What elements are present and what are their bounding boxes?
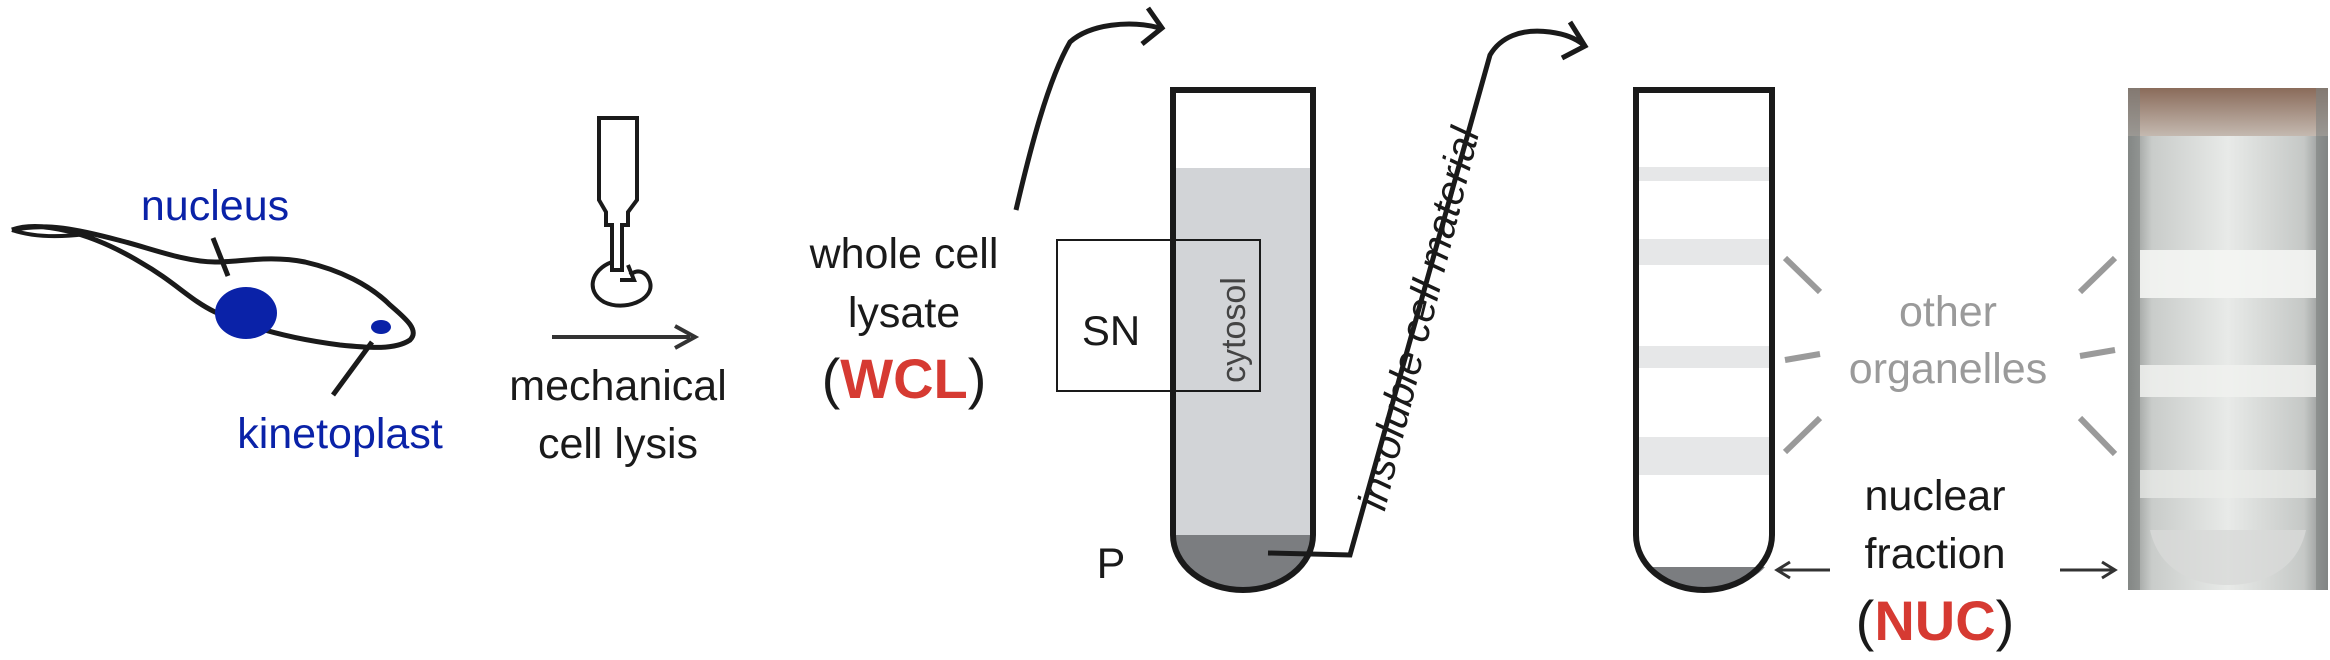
tube-gradient: [1633, 87, 1775, 593]
gradient-band-4: [1636, 437, 1772, 475]
organelle-pointer-left-1: [1782, 255, 1823, 295]
tube-wcl: SN cytosol P: [1056, 87, 1316, 593]
cell-body-outline: [11, 224, 416, 350]
organelles-label-line2: organelles: [1849, 345, 2047, 393]
transfer-line: [1267, 28, 1586, 558]
homogenizer-icon: [597, 116, 639, 272]
nucleus-label: nucleus: [141, 182, 289, 230]
nucleus-shape: [215, 287, 277, 339]
rotation-arrowhead: [620, 264, 637, 282]
photo-background: [2128, 88, 2328, 590]
sn-box: [1056, 239, 1261, 392]
rotation-arrow-icon: [590, 260, 653, 308]
nucleus-pointer: [210, 237, 231, 277]
wcl-abbreviation: (WCL): [822, 347, 987, 410]
flagellum: [11, 228, 86, 239]
pellet-label: P: [1097, 540, 1126, 588]
gradient-tube-photo: [2128, 88, 2328, 590]
kinetoplast-shape: [371, 320, 391, 334]
organelle-pointer-right-1: [2077, 255, 2118, 295]
lysis-arrowhead: [674, 324, 700, 350]
nuclear-arrow-right-head: [2101, 560, 2118, 580]
wcl-label-line1: whole cell: [809, 230, 999, 278]
trypanosome-cell: nucleus kinetoplast: [11, 182, 443, 458]
insoluble-material-label: insoluble cell material: [1349, 121, 1489, 514]
photo-band-lower: [2140, 470, 2316, 498]
photo-tube-bottom: [2150, 530, 2306, 585]
organelle-pointer-right-2: [2079, 347, 2116, 359]
photo-cap: [2128, 88, 2328, 136]
nuclear-arrow-left-head: [1774, 560, 1791, 580]
tube2-outline: [1633, 87, 1775, 593]
photo-edge-left: [2128, 88, 2140, 590]
wcl-label-line2: lysate: [848, 289, 960, 337]
lysis-step: mechanical cell lysis: [509, 116, 727, 468]
wcl-arrowhead: [1140, 6, 1166, 46]
kinetoplast-label: kinetoplast: [237, 410, 443, 458]
gradient-band-1: [1636, 167, 1772, 181]
tube1-pellet-fill: [1173, 535, 1313, 590]
gradient-band-3: [1636, 346, 1772, 368]
tube1-cytosol-fill: [1173, 168, 1313, 590]
organelles-label-line1: other: [1899, 288, 1997, 336]
lysis-label-line2: cell lysis: [538, 420, 698, 468]
cytosol-label: cytosol: [1215, 277, 1253, 383]
wcl-curved-arrow: [1013, 21, 1161, 211]
photo-edge-right: [2316, 88, 2328, 590]
gradient-labels: other organelles nuclear fraction (NUC): [1774, 255, 2118, 652]
nuclear-label-line1: nuclear: [1864, 472, 2005, 520]
lysis-label-line1: mechanical: [509, 362, 727, 410]
organelle-pointer-left-3: [1782, 415, 1823, 455]
gradient-band-2: [1636, 239, 1772, 265]
organelle-pointer-right-3: [2077, 415, 2118, 457]
photo-band-middle: [2140, 365, 2316, 397]
nuclear-label-line2: fraction: [1864, 530, 2005, 578]
organelle-pointer-left-2: [1784, 351, 1821, 363]
kinetoplast-pointer: [330, 340, 375, 397]
sn-label: SN: [1082, 307, 1140, 354]
wcl-label-group: whole cell lysate (WCL): [809, 6, 1166, 410]
transfer-arrowhead: [1560, 20, 1589, 61]
photo-band-upper: [2140, 250, 2316, 298]
nuc-abbreviation: (NUC): [1856, 589, 2015, 652]
